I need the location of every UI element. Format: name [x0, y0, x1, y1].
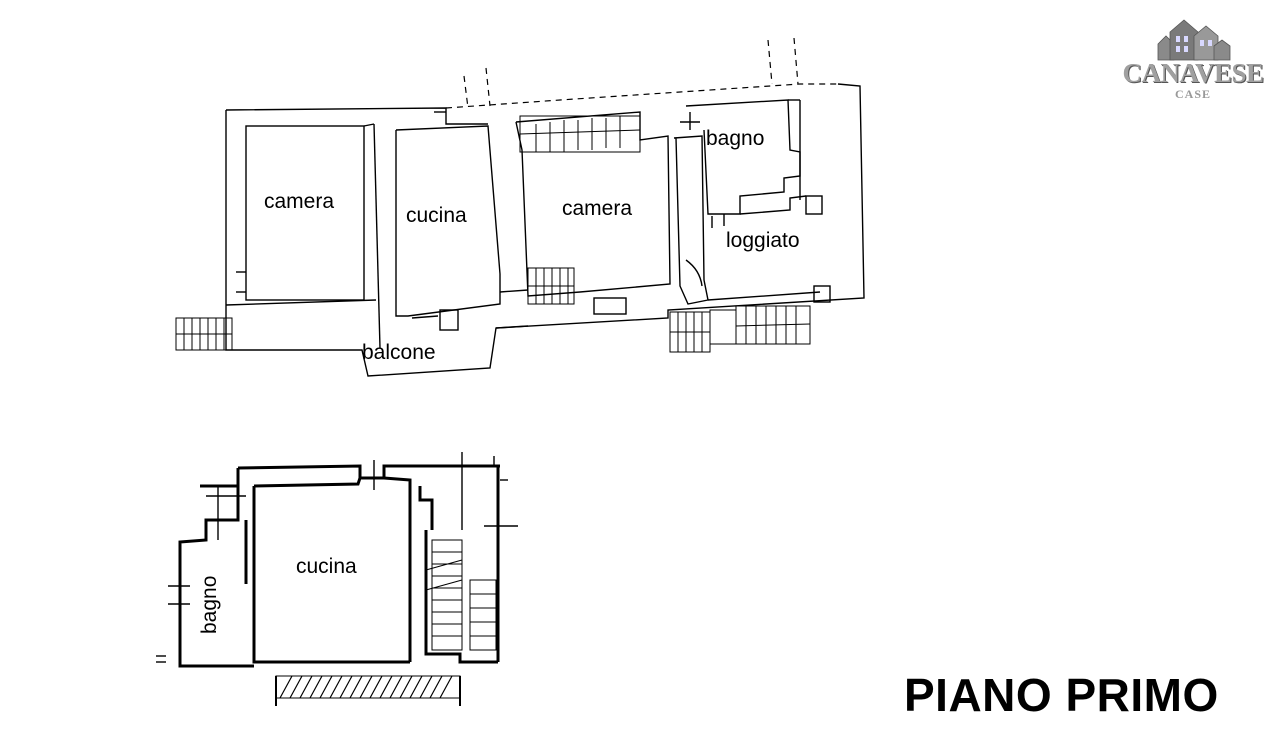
- logo-name: CANAVESE: [1122, 58, 1264, 88]
- stairs-center: [527, 267, 575, 305]
- stairs-right: [669, 305, 811, 353]
- room-label-cucina-lower: cucina: [296, 555, 357, 578]
- room-label-loggiato: loggiato: [726, 229, 800, 252]
- terrace-hatch: [275, 675, 461, 706]
- stairs-lower: [425, 539, 497, 651]
- room-label-camera-1: camera: [264, 190, 334, 213]
- room-label-balcone: balcone: [362, 341, 436, 364]
- room-label-bagno-upper: bagno: [706, 127, 764, 150]
- stairs-left: [175, 317, 233, 351]
- room-label-bagno-lower: bagno: [198, 576, 221, 634]
- room-label-cucina-upper: cucina: [406, 204, 467, 227]
- agency-logo: CANAVESE CASE: [1118, 14, 1268, 101]
- room-label-camera-2: camera: [562, 197, 632, 220]
- property-boundary: [445, 83, 838, 109]
- stairs-top: [519, 115, 641, 153]
- logo-subtitle: CASE: [1174, 87, 1211, 101]
- lower-plan: cucina bagno: [156, 452, 518, 706]
- floor-title: PIANO PRIMO: [904, 669, 1219, 721]
- houses-icon: [1157, 19, 1231, 61]
- upper-plan: camera cucina camera bagno loggiato balc…: [175, 37, 865, 377]
